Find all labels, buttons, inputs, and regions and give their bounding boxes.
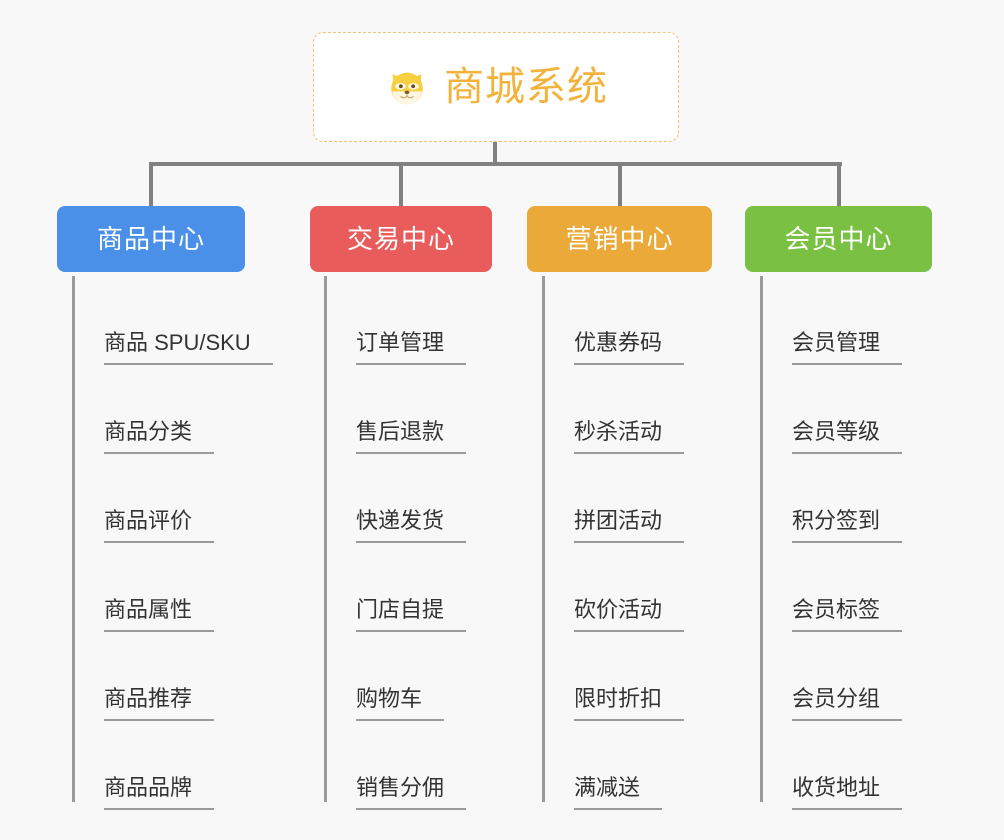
category-label-product-center: 商品中心 bbox=[96, 224, 205, 254]
list-item[interactable]: 秒杀活动 bbox=[542, 365, 685, 454]
list-item[interactable]: 商品推荐 bbox=[72, 632, 273, 721]
column-rail-member-center bbox=[760, 276, 763, 802]
root-node-mall-system[interactable]: 商城系统 bbox=[313, 32, 679, 142]
list-item[interactable]: 拼团活动 bbox=[542, 454, 685, 543]
list-item[interactable]: 快递发货 bbox=[324, 454, 467, 543]
list-item-label: 商品 SPU/SKU bbox=[104, 332, 273, 365]
category-label-marketing-center: 营销中心 bbox=[565, 224, 674, 254]
list-item[interactable]: 收货地址 bbox=[760, 721, 903, 810]
list-item[interactable]: 会员等级 bbox=[760, 365, 903, 454]
connector-drop-marketing-center bbox=[617, 162, 622, 206]
column-rail-marketing-center bbox=[542, 276, 545, 802]
column-rail-product-center bbox=[72, 276, 75, 802]
connector-drop-member-center bbox=[836, 162, 841, 206]
list-item[interactable]: 商品分类 bbox=[72, 365, 273, 454]
category-box-product-center[interactable]: 商品中心 bbox=[57, 206, 245, 272]
root-title: 商城系统 bbox=[444, 65, 608, 109]
list-item-label: 拼团活动 bbox=[574, 510, 685, 543]
list-item[interactable]: 满减送 bbox=[542, 721, 684, 810]
list-item[interactable]: 售后退款 bbox=[324, 365, 467, 454]
list-item-label: 订单管理 bbox=[356, 332, 467, 365]
list-item[interactable]: 订单管理 bbox=[324, 276, 467, 365]
list-item[interactable]: 会员分组 bbox=[760, 632, 903, 721]
category-box-marketing-center[interactable]: 营销中心 bbox=[527, 206, 712, 272]
connector-root-stem bbox=[493, 142, 497, 166]
list-item[interactable]: 优惠券码 bbox=[542, 276, 685, 365]
list-item-label: 商品品牌 bbox=[104, 777, 215, 810]
list-item-label: 商品评价 bbox=[104, 510, 215, 543]
category-label-trade-center: 交易中心 bbox=[346, 224, 455, 254]
list-item-label: 售后退款 bbox=[356, 421, 467, 454]
list-item[interactable]: 积分签到 bbox=[760, 454, 903, 543]
category-box-member-center[interactable]: 会员中心 bbox=[745, 206, 932, 272]
list-item[interactable]: 商品品牌 bbox=[72, 721, 273, 810]
list-item-label: 快递发货 bbox=[356, 510, 467, 543]
list-item-label: 商品分类 bbox=[104, 421, 215, 454]
list-item-label: 秒杀活动 bbox=[574, 421, 685, 454]
connector-horizontal-bus bbox=[149, 162, 842, 166]
list-item-label: 砍价活动 bbox=[574, 599, 685, 632]
list-item[interactable]: 砍价活动 bbox=[542, 543, 685, 632]
list-item-label: 会员管理 bbox=[792, 332, 903, 365]
list-item-label: 优惠券码 bbox=[574, 332, 685, 365]
list-item-label: 会员等级 bbox=[792, 421, 903, 454]
list-item-label: 商品属性 bbox=[104, 599, 215, 632]
category-label-member-center: 会员中心 bbox=[784, 224, 893, 254]
list-item-label: 门店自提 bbox=[356, 599, 467, 632]
item-list-trade-center: 订单管理售后退款快递发货门店自提购物车销售分佣 bbox=[324, 276, 467, 810]
list-item-label: 积分签到 bbox=[792, 510, 903, 543]
list-item-label: 会员分组 bbox=[792, 688, 903, 721]
list-item[interactable]: 会员标签 bbox=[760, 543, 903, 632]
item-list-marketing-center: 优惠券码秒杀活动拼团活动砍价活动限时折扣满减送 bbox=[542, 276, 685, 810]
list-item[interactable]: 会员管理 bbox=[760, 276, 903, 365]
column-rail-trade-center bbox=[324, 276, 327, 802]
list-item[interactable]: 限时折扣 bbox=[542, 632, 685, 721]
list-item-label: 收货地址 bbox=[792, 777, 903, 810]
list-item[interactable]: 商品评价 bbox=[72, 454, 273, 543]
category-box-trade-center[interactable]: 交易中心 bbox=[310, 206, 492, 272]
list-item-label: 限时折扣 bbox=[574, 688, 685, 721]
list-item-label: 销售分佣 bbox=[356, 777, 467, 810]
shiba-dog-face-icon bbox=[384, 64, 430, 110]
item-list-product-center: 商品 SPU/SKU 商品分类商品评价商品属性商品推荐商品品牌 bbox=[72, 276, 273, 810]
connector-drop-product-center bbox=[149, 162, 153, 206]
connector-drop-trade-center bbox=[399, 162, 403, 206]
list-item-label: 购物车 bbox=[356, 688, 445, 721]
list-item[interactable]: 销售分佣 bbox=[324, 721, 467, 810]
list-item-label: 满减送 bbox=[574, 777, 663, 810]
list-item-label: 商品推荐 bbox=[104, 688, 215, 721]
list-item[interactable]: 商品 SPU/SKU bbox=[72, 276, 273, 365]
list-item[interactable]: 门店自提 bbox=[324, 543, 467, 632]
item-list-member-center: 会员管理会员等级积分签到会员标签会员分组收货地址 bbox=[760, 276, 903, 810]
list-item[interactable]: 商品属性 bbox=[72, 543, 273, 632]
list-item-label: 会员标签 bbox=[792, 599, 903, 632]
list-item[interactable]: 购物车 bbox=[324, 632, 466, 721]
